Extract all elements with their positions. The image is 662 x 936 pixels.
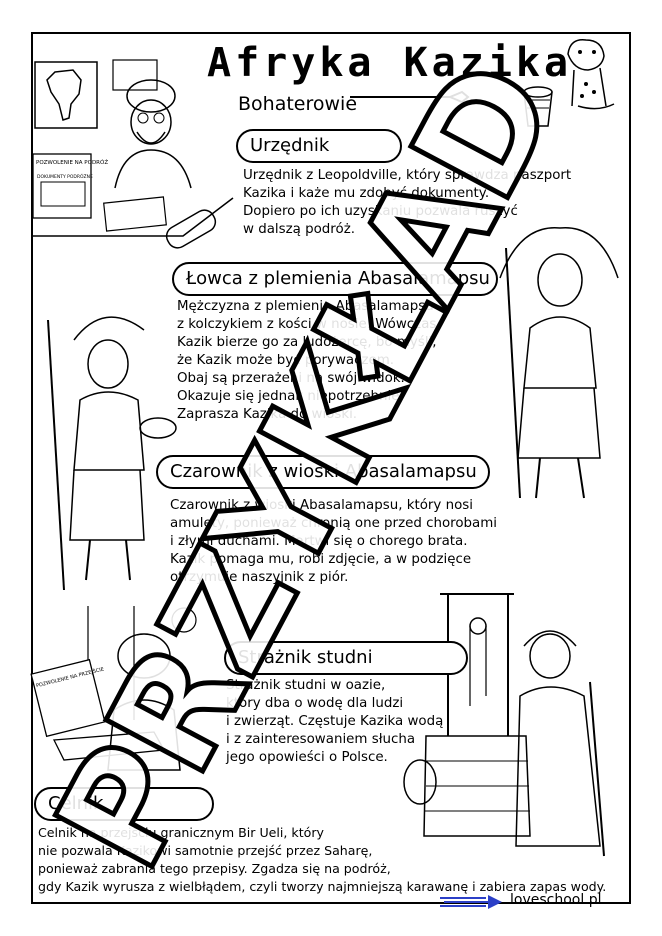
text-line: Kazik pomaga mu, robi zdjęcie, a w podzi… <box>170 552 472 567</box>
text-line: i z zainteresowaniem słucha <box>226 732 416 747</box>
heading-customs: Celnik <box>34 787 214 821</box>
text-line: i zwierząt. Częstuje Kazika wodą <box>226 714 444 729</box>
hunter-illustration <box>499 227 619 499</box>
text-well-guard: Strażnik studni w oazie, który dba o wod… <box>226 677 443 767</box>
text-line: że Kazik może być porywaczem. <box>177 353 395 368</box>
spear-decoration <box>350 90 470 104</box>
text-line: Urzędnik z Leopoldville, który sprawdza … <box>243 168 572 183</box>
text-line: Kazik bierze go za ludożercę, bo myśli, <box>177 335 437 350</box>
text-line: z kolczykiem z kości w nosie. Wówczas <box>177 317 437 332</box>
heading-well-guard: Strażnik studni <box>224 641 468 675</box>
customs-officer-illustration: POZWOLENIE NA PRZEJŚCIE <box>30 606 197 771</box>
text-line: Zaprasza Kazika do wioski. <box>177 407 358 422</box>
text-clerk: Urzędnik z Leopoldville, który sprawdza … <box>243 167 571 239</box>
text-line: nie pozwala Kazikowi samotnie przejść pr… <box>38 843 373 858</box>
text-line: Kazika i każe mu zdobyć dokumenty. <box>243 186 490 201</box>
text-line: Dopiero po ich uzyskaniu pozwala ruszyć <box>243 204 518 219</box>
text-line: i złymi duchami. Martwi się o chorego br… <box>170 534 468 549</box>
text-line: otrzymuje naszyjnik z piór. <box>170 570 349 585</box>
heading-sorcerer: Czarownik z wioski Abasalamapsu <box>156 455 490 489</box>
text-hunter: Mężczyzna z plemienia Abasalamapsu z kol… <box>177 298 437 424</box>
text-line: Czarownik z wioski Abasalamapsu, który n… <box>170 498 473 513</box>
text-sorcerer: Czarownik z wioski Abasalamapsu, który n… <box>170 497 497 587</box>
text-customs: Celnik na przejściu granicznym Bir Ueli,… <box>38 824 606 896</box>
well-illustration <box>403 593 605 857</box>
drum-icon <box>523 86 553 127</box>
logo-arrow-icon <box>440 895 502 909</box>
text-line: Okazuje się jednak niepotrzebnie. <box>177 389 404 404</box>
text-line: jego opowieści o Polsce. <box>226 750 388 765</box>
clerk-illustration: POZWOLENIE NA PODRÓŻ DOKUMENTY PODRÓŻNE <box>32 59 234 249</box>
text-line: amulety, ponieważ chronią one przed chor… <box>170 516 498 531</box>
leopard-icon <box>567 39 615 110</box>
brand-logo[interactable]: loveschool.pl <box>510 892 601 908</box>
text-line: Obaj są przerażeni na swój widok. <box>177 371 405 386</box>
text-line: który dba o wodę dla ludzi <box>226 696 404 711</box>
text-line: gdy Kazik wyrusza z wielbłądem, czyli tw… <box>38 879 607 894</box>
brand-name: loveschool.pl <box>510 892 602 908</box>
text-line: ponieważ zabrania tego przepisy. Zgadza … <box>38 861 391 876</box>
page-subtitle: Bohaterowie <box>238 93 358 115</box>
text-line: Strażnik studni w oazie, <box>226 678 386 693</box>
text-line: w dalszą podróż. <box>243 222 355 237</box>
permit-label: POZWOLENIE NA PODRÓŻ <box>36 159 108 166</box>
text-line: Celnik na przejściu granicznym Bir Ueli,… <box>38 825 324 840</box>
page-frame <box>31 32 631 904</box>
hunter-left-illustration <box>47 316 177 591</box>
heading-hunter: Łowca z plemienia Abasalamapsu <box>172 262 498 296</box>
text-line: Mężczyzna z plemienia Abasalamapsu <box>177 299 434 314</box>
heading-clerk: Urzędnik <box>236 129 402 163</box>
page-title: Afryka Kazika <box>207 40 573 86</box>
documents-label: DOKUMENTY PODRÓŻNE <box>37 173 93 180</box>
